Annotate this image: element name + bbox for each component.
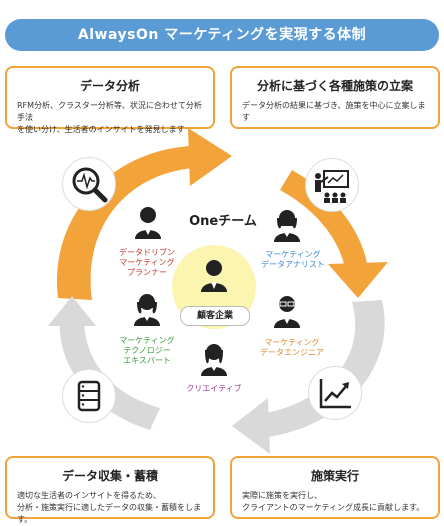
data-collection-description: 適切な生活者のインサイトを得るため、 分析・施策実行に適したデータの収集・蓄積を… [17, 490, 203, 526]
analyst-role: マーケティング データアナリスト [248, 250, 338, 270]
execution-line-2: クライアントのマーケティング成長に貢献します。 [242, 503, 425, 512]
planner-role-line-3: プランナー [127, 268, 167, 277]
creative-role-line-1: クリエイティブ [186, 384, 242, 393]
planning-description: データ分析の結果に基づき、施策を中心に立案します [242, 100, 428, 124]
presentation-icon [305, 158, 359, 212]
data-analysis-description: RFM分析、クラスター分析等、状況に合わせて分析手法 を使い分け、生活者のインサ… [17, 100, 203, 136]
creative-role: クリエイティブ [174, 384, 254, 394]
technologist-role-line-1: マーケティング [119, 336, 175, 345]
creative-person-icon [201, 344, 227, 376]
engineer-role: マーケティング データエンジニア [246, 338, 338, 358]
data-analysis-box: データ分析 RFM分析、クラスター分析等、状況に合わせて分析手法 を使い分け、生… [5, 66, 215, 134]
planner-person-icon [135, 207, 161, 239]
cycle-arrow-gray-left-head [48, 296, 96, 326]
client-label: 顧客企業 [180, 306, 250, 326]
data-collection-box: データ収集・蓄積 適切な生活者のインサイトを得るため、 分析・施策実行に適したデ… [5, 456, 215, 524]
technologist-role-line-2: テクノロジー [123, 346, 171, 355]
analyst-person-icon [274, 210, 300, 242]
data-analysis-line-2: を使い分け、生活者のインサイトを発見します [17, 125, 185, 134]
client-person-icon [201, 260, 227, 292]
execution-box: 施策実行 実際に施策を実行し、 クライアントのマーケティング成長に貢献します。 [230, 456, 440, 519]
growth-chart-icon [308, 366, 362, 420]
cycle-arrow-gray-bottom-head [232, 398, 270, 454]
technologist-role-line-3: エキスパート [123, 356, 171, 365]
data-collection-line-1: 適切な生活者のインサイトを得るため、 [17, 491, 161, 500]
engineer-role-line-1: マーケティング [264, 338, 320, 347]
planner-role-line-1: データドリブン [119, 248, 175, 257]
page-title-banner: AlwaysOn マーケティングを実現する体制 [5, 19, 439, 51]
technologist-role: マーケティング テクノロジー エキスパート [100, 336, 194, 366]
planning-box: 分析に基づく各種施策の立案 データ分析の結果に基づき、施策を中心に立案します [230, 66, 440, 129]
planner-role-line-2: マーケティング [119, 258, 175, 267]
cycle-arrow-orange [56, 146, 194, 300]
one-team-title: Oneチーム [189, 214, 257, 229]
database-icon [62, 369, 116, 423]
planner-role: データドリブン マーケティング プランナー [100, 248, 194, 278]
planning-line-1: データ分析の結果に基づき、施策を中心に立案します [242, 101, 426, 122]
cycle-arrow-orange-head [188, 128, 232, 186]
analyst-role-line-2: データアナリスト [261, 260, 325, 269]
cycle-arrow-gray-left [59, 318, 160, 430]
planning-title: 分析に基づく各種施策の立案 [256, 79, 413, 93]
execution-title: 施策実行 [310, 469, 359, 483]
execution-description: 実際に施策を実行し、 クライアントのマーケティング成長に貢献します。 [242, 490, 428, 514]
cycle-arrow-orange-right [280, 170, 368, 274]
magnifier-analysis-icon [62, 157, 116, 211]
analyst-role-line-1: マーケティング [265, 250, 321, 259]
engineer-role-line-2: データエンジニア [260, 348, 324, 357]
technologist-person-icon [134, 294, 160, 326]
data-analysis-line-1: RFM分析、クラスター分析等、状況に合わせて分析手法 [17, 101, 202, 122]
data-collection-line-2: 分析・施策実行に適したデータの収集・蓄積をします。 [17, 503, 201, 524]
data-collection-title: データ収集・蓄積 [61, 469, 158, 483]
cycle-arrow-orange-right-head [328, 262, 388, 298]
engineer-person-icon [274, 296, 300, 328]
execution-line-1: 実際に施策を実行し、 [242, 491, 322, 500]
data-analysis-title: データ分析 [79, 79, 140, 93]
